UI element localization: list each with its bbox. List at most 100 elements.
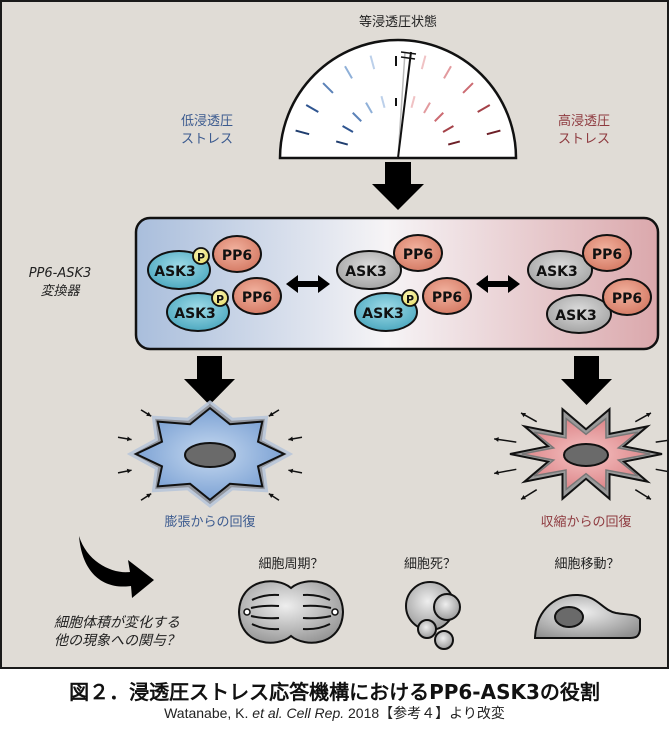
- pp6-label: PP6: [242, 290, 272, 306]
- gauge-tick-hypotonic: [365, 102, 373, 114]
- ask3-label: ASK3: [536, 264, 578, 280]
- gauge-ticks: [295, 55, 501, 146]
- ask3-label: ASK3: [555, 308, 597, 324]
- cell-migration-label: 細胞移動？: [554, 557, 619, 572]
- complex-hypertonic: ASK3 PP6 ASK3 PP6: [527, 234, 652, 334]
- inward-arrow-icon-head: [146, 493, 152, 498]
- pp6-label: PP6: [222, 248, 252, 264]
- cell-nucleus: [184, 442, 236, 468]
- phosphate-label: P: [197, 251, 205, 264]
- cell-death-label: 細胞死？: [404, 557, 456, 572]
- apoptotic-cell-icon: [405, 581, 461, 650]
- swollen-cell: [117, 400, 303, 508]
- cell-nucleus: [563, 443, 609, 467]
- pp6-label: PP6: [432, 290, 462, 306]
- gauge-tick-hypertonic: [462, 82, 474, 94]
- pp6-protein: [582, 234, 632, 272]
- inward-arrow-icon-head: [268, 493, 274, 498]
- curved-arrow-icon: [79, 536, 154, 598]
- shrinkage-recovery-label: 収縮からの回復: [540, 514, 631, 530]
- ask3-dephosphorylated: [336, 250, 402, 290]
- transducer-label-line1: PP6-ASK3: [29, 266, 92, 281]
- figure-caption-title: 図２．浸透圧ストレス応答機構におけるPP6-ASK3の役割: [69, 680, 600, 704]
- outward-arrow-icon: [655, 468, 669, 473]
- gauge-tick-hypotonic: [335, 140, 349, 146]
- pp6-protein: [393, 234, 443, 272]
- gauge-tick-hypotonic: [295, 129, 310, 136]
- hypertonic-label-line2: ストレス: [558, 132, 610, 147]
- gauge-tick-hypertonic: [486, 129, 501, 136]
- gauge-needle-mark: [400, 51, 417, 55]
- ask3-dephosphorylated: [527, 250, 593, 290]
- gauge-needle-mark: [400, 56, 416, 60]
- gauge-tick-hypotonic: [342, 125, 354, 133]
- gauge-tick-hypertonic: [443, 65, 452, 79]
- pp6-label: PP6: [403, 247, 433, 263]
- isotonic-label: 等浸透圧状態: [359, 14, 437, 30]
- ask3-label: ASK3: [362, 306, 404, 322]
- osmotic-gauge: [278, 38, 518, 160]
- figure-canvas: 等浸透圧状態 低浸透圧 ストレス 高浸透圧 ストレス PP6-ASK3 変換器 …: [29, 14, 669, 650]
- complex-hypotonic: ASK3 P PP6 ASK3 P PP6: [147, 235, 282, 332]
- outward-arrow-icon-head: [646, 495, 651, 500]
- gauge-tick-hypotonic: [322, 82, 334, 94]
- gauge-tick-hypertonic: [410, 95, 416, 109]
- phosphate-badge: [211, 289, 229, 307]
- shrunken-cell: [494, 407, 669, 501]
- phosphate-label: P: [406, 293, 414, 306]
- inward-arrow-icon-head: [268, 411, 274, 417]
- outward-arrow-icon-head: [494, 470, 499, 475]
- pp6-protein: [422, 277, 472, 315]
- inward-pressure-arrows: [117, 409, 303, 501]
- gauge-tick-hypertonic: [442, 125, 454, 133]
- caption-authors: Watanabe, K.: [164, 705, 253, 721]
- gauge-tick-hypotonic: [305, 104, 319, 113]
- ask3-phosphorylated: [354, 292, 418, 332]
- outward-arrow-icon-head: [521, 495, 526, 500]
- ask3-label: ASK3: [174, 306, 216, 322]
- gauge-tick-hypertonic: [447, 140, 461, 146]
- ask3-label: ASK3: [154, 264, 196, 280]
- gauge-tick-hypertonic: [477, 104, 491, 113]
- equilibrium-arrow-icon: [476, 275, 520, 293]
- phosphate-badge: [401, 289, 419, 307]
- outward-arrow-icon-head: [646, 413, 651, 418]
- complex-isotonic: ASK3 PP6 ASK3 P PP6: [336, 234, 472, 332]
- gauge-dial: [278, 38, 518, 160]
- caption-year-ref: 2018【参考４】より改変: [344, 705, 505, 721]
- down-arrow-icon: [372, 162, 424, 210]
- figure-panel: 等浸透圧状態 低浸透圧 ストレス 高浸透圧 ストレス PP6-ASK3 変換器 …: [0, 0, 669, 669]
- pp6-label: PP6: [592, 247, 622, 263]
- inward-arrow-icon-head: [288, 468, 294, 474]
- phenomena-question-line1: 細胞体積が変化する: [54, 615, 180, 631]
- down-arrow-icon: [184, 356, 235, 405]
- gauge-tick-hypotonic: [352, 112, 362, 122]
- swelling-recovery-label: 膨張からの回復: [164, 514, 255, 530]
- ask3-label: ASK3: [345, 264, 387, 280]
- gauge-tick-hypotonic: [380, 95, 386, 109]
- migrating-cell-icon: [533, 593, 641, 639]
- transducer-label-line2: 変換器: [40, 283, 80, 299]
- phosphate-badge: [192, 247, 210, 265]
- figure-caption-source: Watanabe, K. et al. Cell Rep. 2018【参考４】よ…: [0, 703, 669, 723]
- cell-cycle-label: 細胞周期？: [258, 557, 323, 572]
- pp6-protein: [232, 277, 282, 315]
- gauge-tick-hypertonic: [434, 112, 444, 122]
- inward-arrow-icon-head: [288, 436, 294, 442]
- pp6-protein: [212, 235, 262, 273]
- gauge-tick-hypotonic: [344, 65, 353, 79]
- inward-arrow-icon-head: [126, 436, 132, 442]
- hypotonic-label-line2: ストレス: [181, 132, 233, 147]
- outward-pressure-arrows: [494, 412, 669, 500]
- caption-journal: et al. Cell Rep.: [252, 705, 345, 721]
- phosphate-label: P: [216, 293, 224, 306]
- pp6-protein: [602, 278, 652, 316]
- down-arrow-icon: [561, 356, 612, 405]
- hypotonic-label-line1: 低浸透圧: [181, 114, 233, 129]
- dividing-cell-icon: [237, 580, 345, 644]
- gauge-needle: [397, 51, 412, 159]
- equilibrium-arrow-icon: [286, 275, 330, 293]
- pp6-ask3-transducer-box: [134, 216, 660, 351]
- outward-arrow-icon: [655, 439, 669, 443]
- outward-arrow-icon-head: [521, 413, 526, 418]
